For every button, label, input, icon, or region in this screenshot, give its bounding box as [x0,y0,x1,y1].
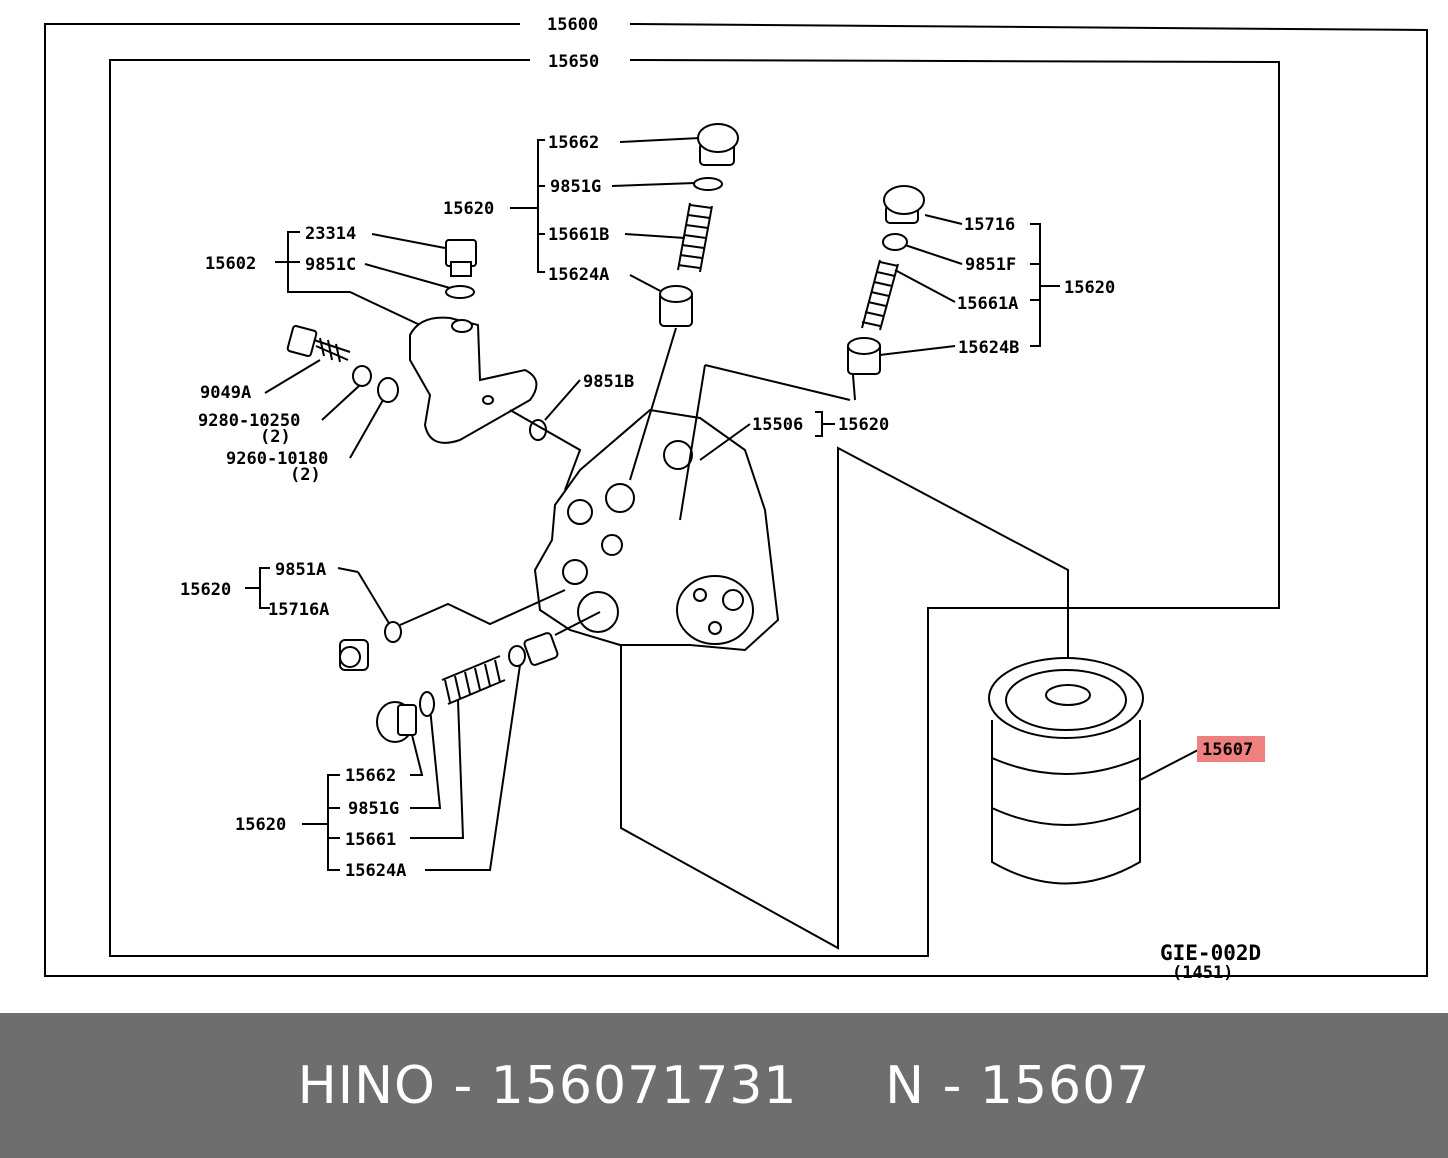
label-top-plug: 15662 [548,133,599,153]
label-drawing-code: GIE-002D [1160,941,1261,965]
label-bot-plug: 15662 [345,766,396,786]
mid-plug-group [245,567,566,671]
right-valve-group [847,185,1060,401]
label-filter[interactable]: 15607 [1202,740,1253,760]
label-outer-group: 15600 [547,15,598,35]
label-right-valve: 15624B [958,338,1019,358]
oring-icon [419,691,435,717]
label-left-oring: 9851C [305,255,356,275]
parts-diagram: 15600 15650 15662 9851G 15661B 15624A 15… [44,15,1428,983]
valve-icon [523,632,559,666]
label-mid-plug: 15716A [268,600,329,620]
footer-bar: HINO - 156071731 N - 15607 [0,1013,1448,1158]
label-drawing-sub: (1451) [1172,963,1233,983]
valve-icon [659,285,693,327]
inner-frame [109,59,1280,957]
washer-icon [352,365,372,387]
plug-icon [376,701,417,743]
label-top-valve: 15624A [548,265,609,285]
label-right-group: 15620 [1064,278,1115,298]
left-housing-group [275,231,538,444]
label-bot-oring: 9851G [348,799,399,819]
label-bot-group: 15620 [235,815,286,835]
label-body-group: 15620 [838,415,889,435]
oring-icon [384,621,402,643]
bolt-icon [445,239,477,277]
plug-icon [339,639,369,671]
oil-filter-icon [988,657,1199,885]
oring-icon [445,285,475,299]
footer-title: HINO - 156071731 N - 15607 [297,1055,1151,1116]
housing-icon [409,316,538,444]
highlight-badge [1197,736,1265,762]
label-top-oring: 9851G [550,177,601,197]
label-gasket-oring: 9851B [583,372,634,392]
spring-icon [441,655,506,705]
label-mid-group: 15620 [180,580,231,600]
label-washer2: 9260-10180 [226,449,328,469]
filter-head-body [509,327,1069,950]
label-left-bolt: 23314 [305,224,356,244]
label-washer1: 9280-10250 [198,411,300,431]
label-right-plug: 15716 [964,215,1015,235]
label-washer2-qty: (2) [290,465,321,485]
oring-icon [882,233,908,251]
oring-icon [693,177,723,191]
top-valve-group [510,123,739,327]
body-bracket [815,411,835,437]
label-bot-valve: 15624A [345,861,406,881]
washer-icon [377,377,399,403]
spring-icon [677,202,713,273]
plug-icon [883,185,925,224]
outer-frame [44,23,1428,977]
bolt-icon [286,325,351,363]
label-mid-oring: 9851A [275,560,326,580]
label-bolt: 9049A [200,383,251,403]
plug-icon [697,123,739,166]
label-right-oring: 9851F [965,255,1016,275]
spring-icon [861,259,899,331]
valve-icon [847,337,881,375]
label-bot-spring: 15661 [345,830,396,850]
oring-icon [508,645,526,667]
label-washer1-qty: (2) [260,427,291,447]
label-left-housing: 15602 [205,254,256,274]
label-top-group: 15620 [443,199,494,219]
bolt-washer-group [264,325,581,459]
label-top-spring: 15661B [548,225,609,245]
label-body: 15506 [752,415,803,435]
body-leader [699,423,751,461]
bottom-valve-group [302,611,601,871]
label-right-spring: 15661A [957,294,1018,314]
label-inner-group: 15650 [548,52,599,72]
